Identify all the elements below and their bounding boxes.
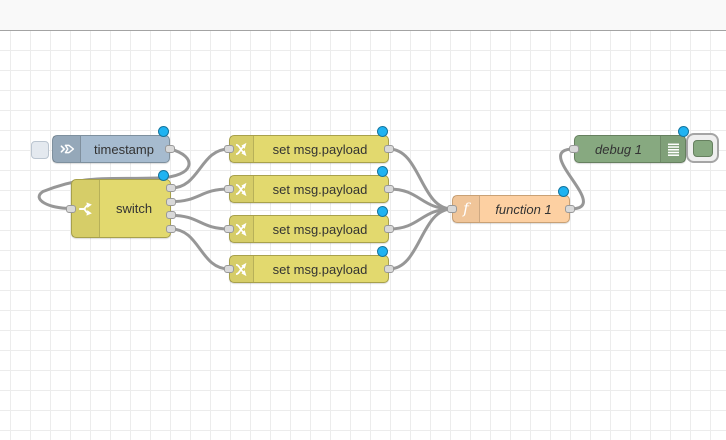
wire[interactable] [169, 147, 231, 190]
wire[interactable] [169, 187, 231, 204]
wire[interactable] [169, 227, 231, 271]
editor-header [0, 0, 726, 31]
output-port[interactable] [384, 185, 394, 193]
change-shuffle-icon [230, 176, 254, 202]
node-label: set msg.payload [272, 221, 368, 237]
input-port[interactable] [66, 204, 76, 213]
output-port[interactable] [165, 145, 175, 153]
svg-text:f: f [462, 200, 471, 218]
wire[interactable] [37, 147, 191, 210]
changed-status-badge [376, 125, 388, 137]
node-change2[interactable]: set msg.payload [229, 175, 389, 203]
input-port[interactable] [224, 185, 234, 193]
debug-toggle-fill [692, 139, 713, 157]
node-inject1[interactable]: timestamp [52, 135, 170, 163]
node-label: function 1 [495, 201, 552, 217]
change-shuffle-icon [230, 256, 254, 282]
output-port[interactable] [166, 211, 176, 220]
wire[interactable] [169, 213, 231, 231]
node-label: set msg.payload [272, 181, 368, 197]
node-change1[interactable]: set msg.payload [229, 135, 389, 163]
changed-status-badge [677, 125, 689, 137]
wire[interactable] [387, 147, 454, 211]
change-shuffle-icon [230, 136, 254, 162]
changed-status-badge [157, 169, 169, 181]
changed-status-badge [376, 245, 388, 257]
output-port[interactable] [384, 225, 394, 233]
change-shuffle-icon [230, 216, 254, 242]
input-port[interactable] [569, 145, 579, 153]
input-port[interactable] [447, 205, 457, 213]
node-function1[interactable]: f function 1 [452, 195, 570, 223]
input-port[interactable] [224, 225, 234, 233]
node-label: timestamp [94, 141, 154, 157]
node-switch1[interactable]: switch [71, 179, 171, 238]
node-label: debug 1 [595, 141, 642, 157]
changed-status-badge [376, 205, 388, 217]
changed-status-badge [157, 125, 169, 137]
output-port[interactable] [384, 145, 394, 153]
inject-arrow-icon [53, 136, 81, 162]
wire[interactable] [387, 207, 454, 271]
node-change4[interactable]: set msg.payload [229, 255, 389, 283]
switch-fork-icon [72, 180, 100, 237]
debug-lines-icon [660, 136, 685, 162]
inject-button[interactable] [31, 141, 49, 159]
output-port[interactable] [565, 205, 575, 213]
input-port[interactable] [224, 265, 234, 273]
node-label: switch [115, 201, 153, 216]
changed-status-badge [376, 165, 388, 177]
output-port[interactable] [384, 265, 394, 273]
node-label: set msg.payload [272, 261, 368, 277]
debug-toggle-button[interactable] [686, 133, 719, 163]
wire[interactable] [559, 147, 585, 211]
output-port[interactable] [166, 225, 176, 233]
output-port[interactable] [166, 184, 176, 192]
function-f-icon: f [453, 196, 480, 222]
node-change3[interactable]: set msg.payload [229, 215, 389, 243]
input-port[interactable] [224, 145, 234, 153]
node-label: set msg.payload [272, 141, 368, 157]
node-debug1[interactable]: debug 1 [574, 135, 686, 163]
output-port[interactable] [166, 197, 176, 206]
changed-status-badge [557, 185, 569, 197]
